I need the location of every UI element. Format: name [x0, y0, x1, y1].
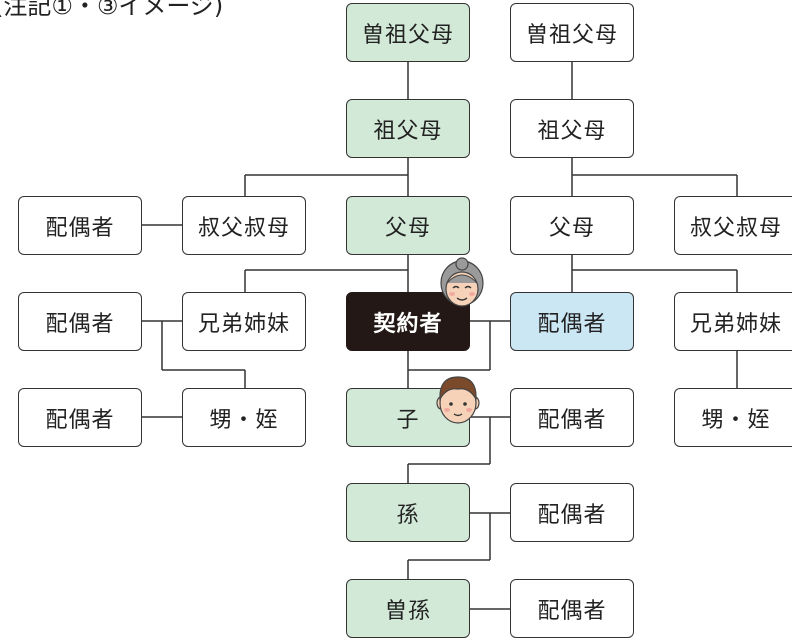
grandparents-box: 祖父母 [346, 99, 470, 158]
uncle-aunt-box: 叔父叔母 [182, 196, 306, 255]
spouse-grandparents-box: 祖父母 [510, 99, 634, 158]
nephew-niece-box: 甥・姪 [182, 388, 306, 447]
elderly-person-icon [440, 257, 484, 307]
grandchild-box: 孫 [346, 483, 470, 542]
diagram-caption: (注記①・③イメージ) [0, 0, 224, 20]
child-spouse-box: 配偶者 [510, 388, 634, 447]
spouse-great-grandparents-box: 曽祖父母 [510, 3, 634, 62]
siblings-box: 兄弟姉妹 [182, 292, 306, 351]
grandchild-spouse-box: 配偶者 [510, 483, 634, 542]
spouse-nephew-niece-box: 甥・姪 [674, 388, 792, 447]
spouse-siblings-box: 兄弟姉妹 [674, 292, 792, 351]
parents-box: 父母 [346, 196, 470, 255]
great-grandchild-box: 曽孫 [346, 579, 470, 638]
child-person-icon [436, 376, 480, 424]
sibling-spouse-box: 配偶者 [18, 292, 142, 351]
great-grandchild-spouse-box: 配偶者 [510, 579, 634, 638]
spouse-parents-box: 父母 [510, 196, 634, 255]
nephew-niece-spouse-box: 配偶者 [18, 388, 142, 447]
great-grandparents-box: 曽祖父母 [346, 3, 470, 62]
contractor-box: 契約者 [346, 292, 470, 351]
contractor-spouse-box: 配偶者 [510, 292, 634, 351]
spouse-uncle-aunt-box: 叔父叔母 [674, 196, 792, 255]
uncle-aunt-spouse-box: 配偶者 [18, 196, 142, 255]
